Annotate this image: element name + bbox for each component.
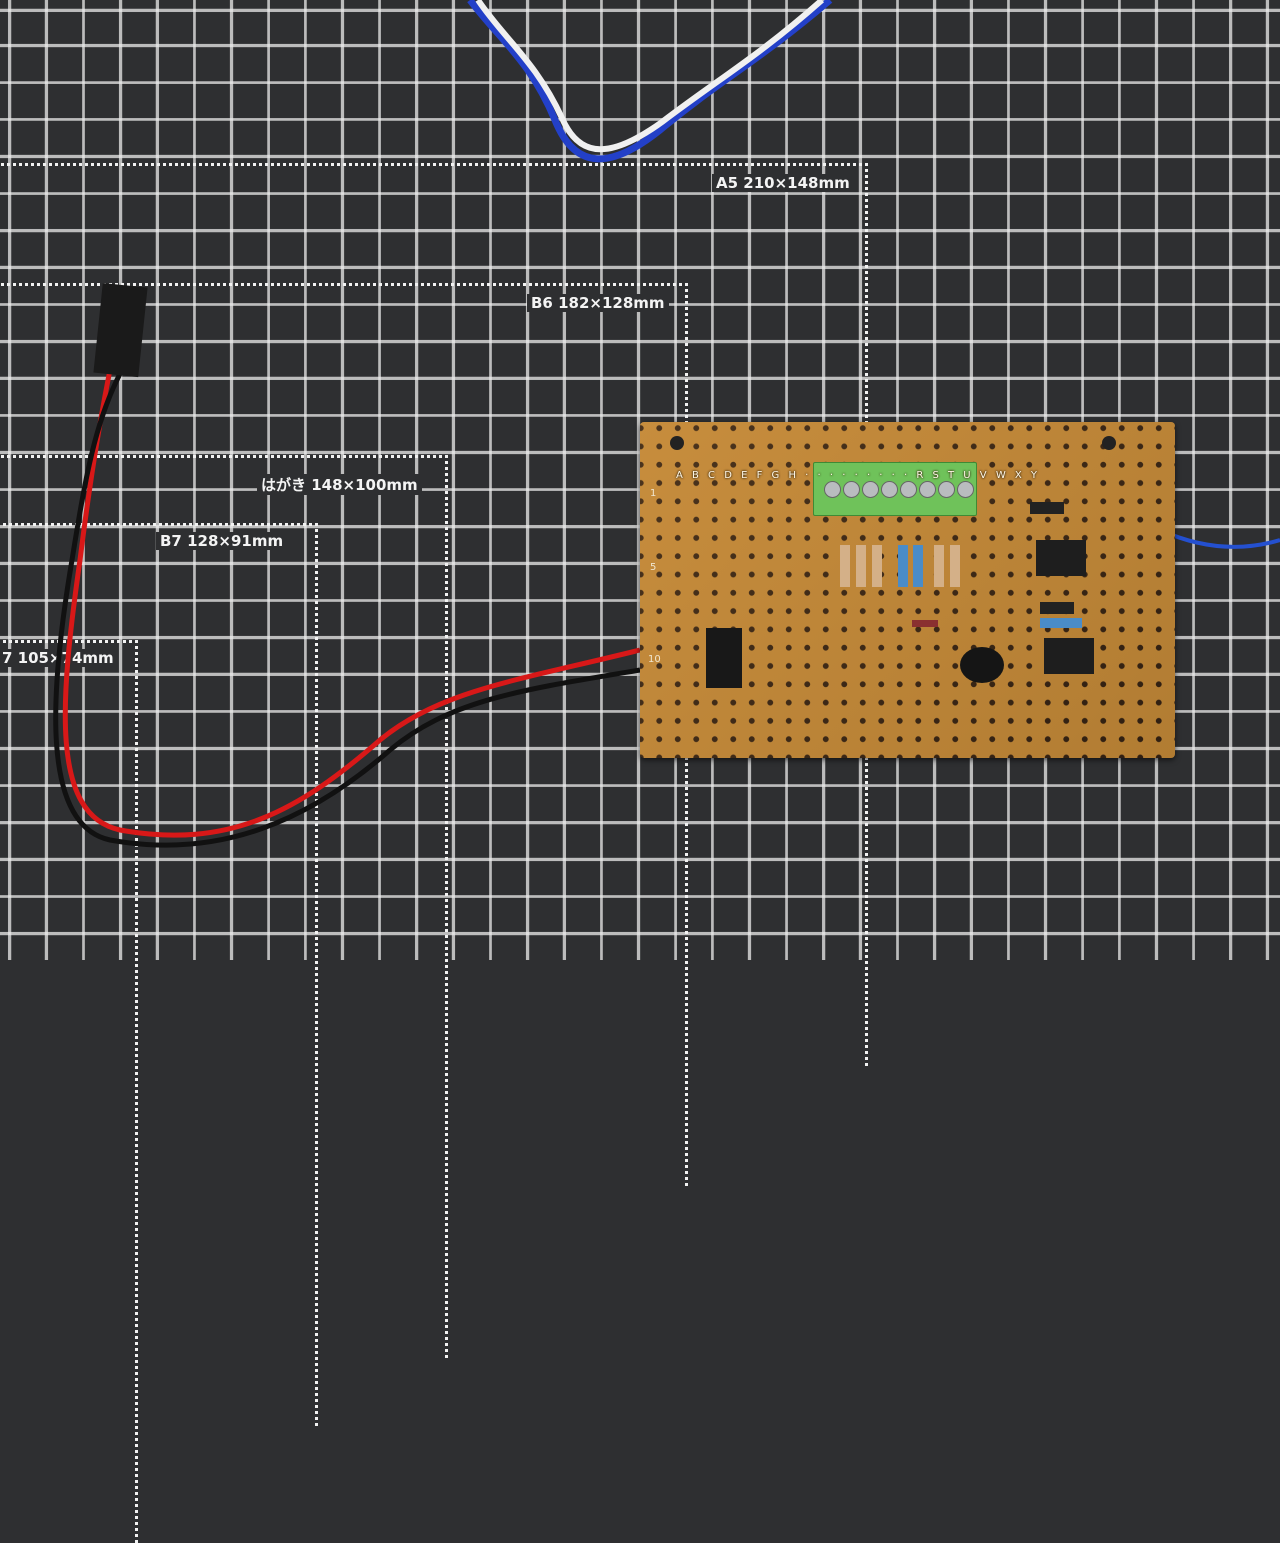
row-label-5: 5	[650, 562, 657, 573]
screw	[843, 481, 860, 498]
hagaki-outline	[0, 455, 448, 1358]
resistor	[872, 545, 882, 587]
resistor	[898, 545, 908, 587]
diode	[1040, 602, 1074, 614]
diode	[1030, 502, 1064, 514]
white-cable	[475, 0, 824, 153]
screw	[862, 481, 879, 498]
row-label-1: 1	[650, 488, 657, 499]
mounting-hole	[1102, 436, 1116, 450]
black-wire	[53, 368, 641, 848]
screw	[881, 481, 898, 498]
screw	[919, 481, 936, 498]
resistor	[913, 545, 923, 587]
pin-header	[706, 628, 742, 688]
hagaki-label: はがき 148×100mm	[257, 474, 422, 495]
transistor	[960, 647, 1004, 683]
diode-small	[912, 620, 938, 627]
mounting-hole	[670, 436, 684, 450]
components	[706, 502, 1094, 688]
red-wire	[62, 369, 641, 838]
screw	[957, 481, 974, 498]
column-labels: A B C D E F G H · · · · · · · · · R S T …	[676, 470, 1041, 481]
screw	[900, 481, 917, 498]
resistor	[840, 545, 850, 587]
blue-white-cable	[467, 0, 833, 163]
photocoupler	[1036, 540, 1086, 576]
screw-terminal-block	[813, 462, 977, 516]
wires	[53, 0, 1280, 848]
resistor	[856, 545, 866, 587]
screw	[824, 481, 841, 498]
resistor	[950, 545, 960, 587]
b6-label: B6 182×128mm	[527, 294, 669, 312]
resistor	[1040, 618, 1082, 628]
a5-label: A5 210×148mm	[712, 174, 854, 192]
servo-connector	[93, 282, 148, 378]
b7-label: B7 128×91mm	[156, 532, 288, 550]
screw	[938, 481, 955, 498]
row-label-10: 10	[648, 654, 661, 665]
resistor	[934, 545, 944, 587]
photocoupler	[1044, 638, 1094, 674]
perfboard: A B C D E F G H · · · · · · · · · R S T …	[640, 422, 1175, 758]
